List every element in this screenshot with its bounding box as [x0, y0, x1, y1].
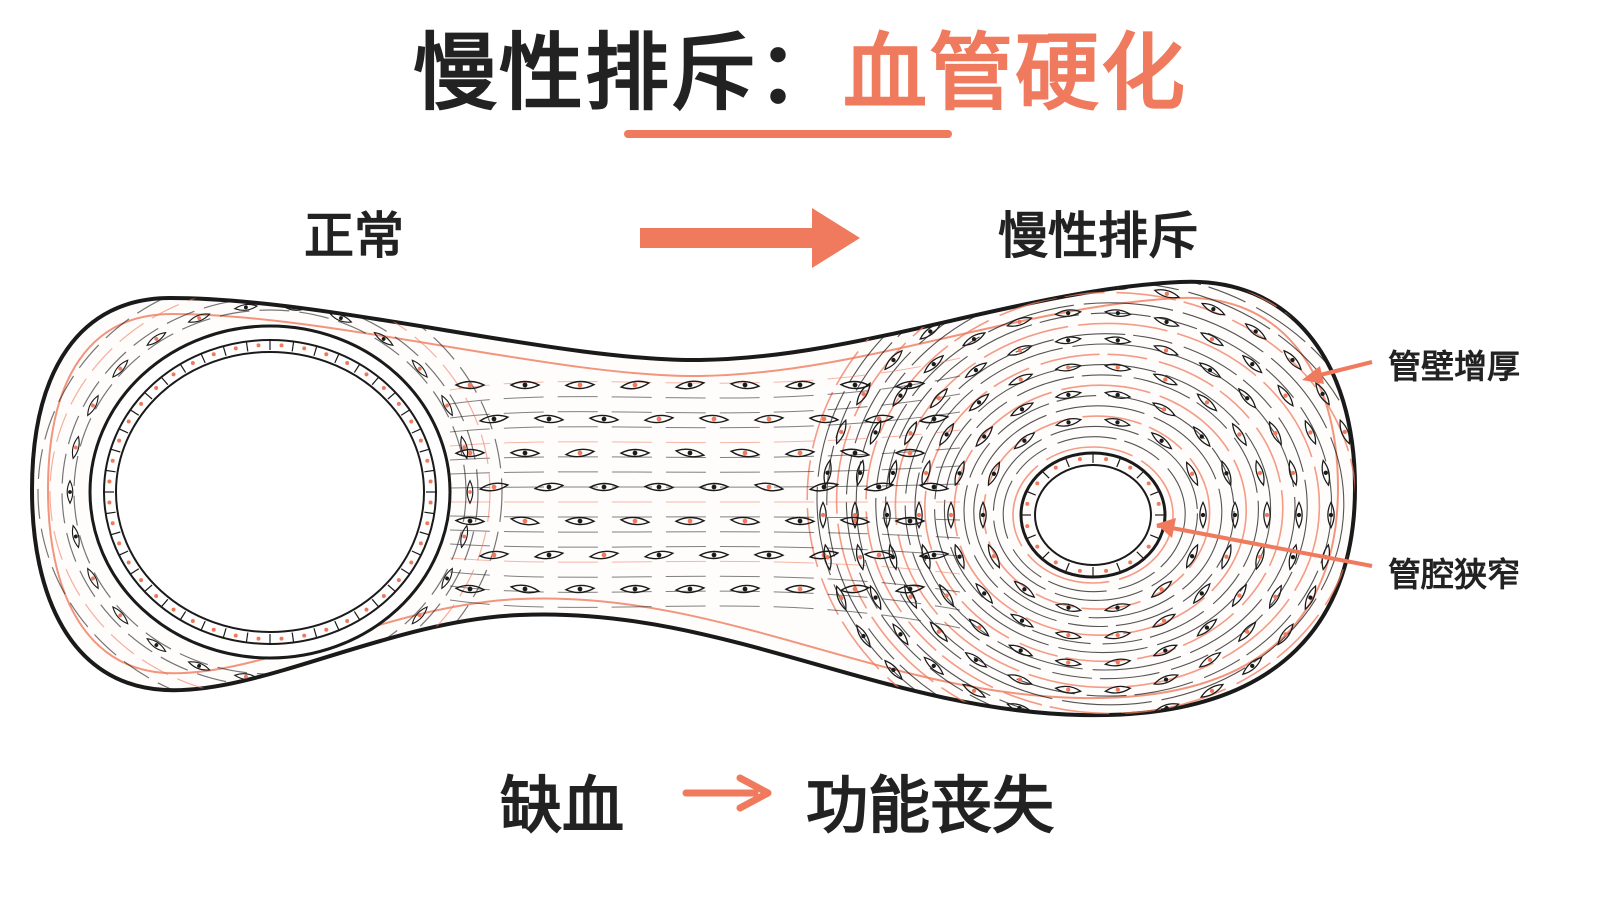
- normal-lumen: [88, 324, 452, 660]
- ischemia-label: 缺血: [500, 769, 625, 842]
- narrowed-endothelial-cells: [1021, 453, 1165, 577]
- wall-thickening-arrow: [1302, 360, 1373, 384]
- lumen-narrowing-label: 管腔狭窄: [1388, 555, 1520, 594]
- title-main: 慢性排斥：: [412, 24, 843, 122]
- function-loss-label: 功能丧失: [806, 769, 1055, 842]
- title-highlight: 血管硬化: [843, 24, 1188, 122]
- page-title: 慢性排斥：血管硬化: [0, 18, 1600, 128]
- outcome-arrow: [682, 774, 772, 812]
- vessel-inner-layer: [46, 296, 1340, 700]
- wall-thickening-label: 管壁增厚: [1388, 347, 1520, 386]
- progression-arrow: [640, 208, 860, 268]
- lumen-narrowing-arrow: [1156, 518, 1373, 568]
- chronic-stage-label: 慢性排斥: [998, 207, 1198, 265]
- smooth-muscle-cells: [66, 282, 1355, 716]
- vessel-tissue: [37, 281, 1355, 716]
- title-underline: [624, 130, 952, 138]
- normal-stage-label: 正常: [304, 207, 404, 265]
- narrowed-lumen: [1019, 451, 1167, 579]
- endothelial-cells: [104, 340, 436, 644]
